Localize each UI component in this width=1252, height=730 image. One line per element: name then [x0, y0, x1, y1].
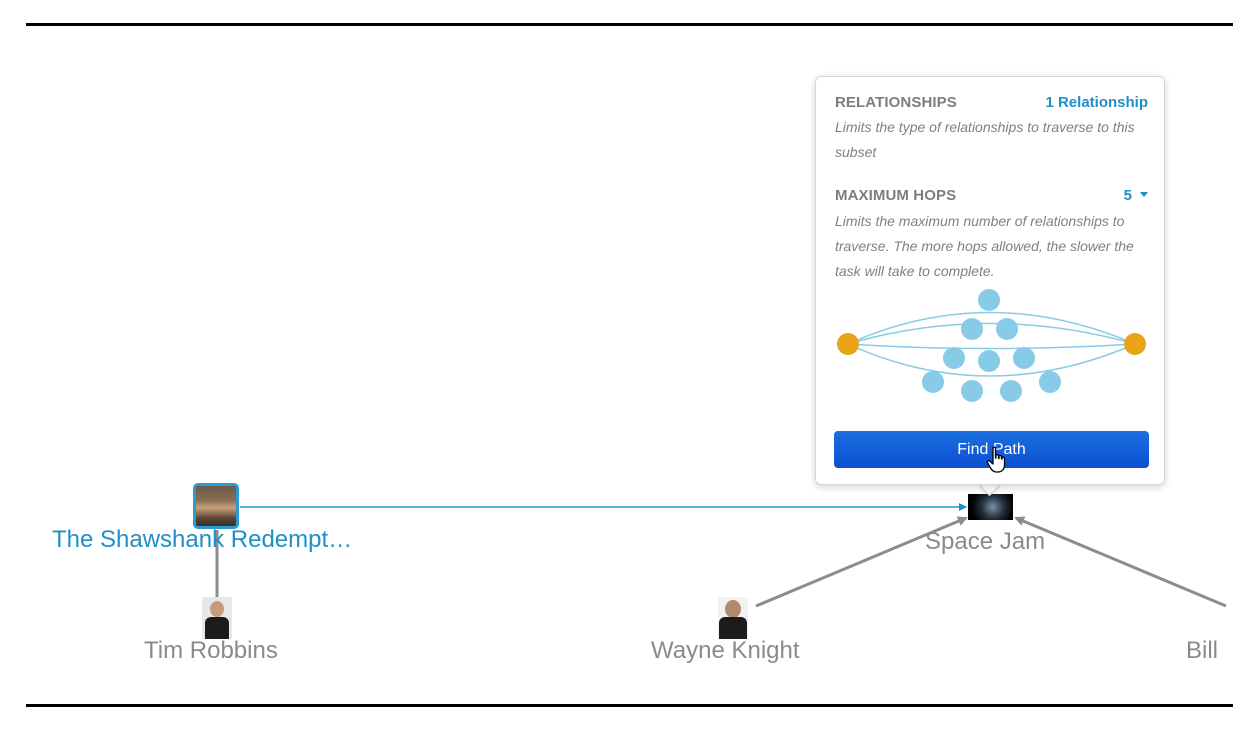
person-node-wayne-knight[interactable] [718, 597, 748, 639]
end-node [1124, 333, 1146, 355]
relationships-header: RELATIONSHIPS 1 Relationship [835, 94, 1148, 114]
max-hops-header: MAXIMUM HOPS 5 [835, 187, 1148, 207]
hop-node [961, 318, 983, 340]
node-label-tim-robbins[interactable]: Tim Robbins [144, 637, 278, 664]
hand-pointer-icon [986, 446, 1006, 473]
movie-node-space-jam[interactable] [968, 494, 1013, 520]
node-label-space-jam[interactable]: Space Jam [925, 528, 1046, 555]
max-hops-value: 5 [1123, 187, 1132, 204]
node-label-shawshank[interactable]: The Shawshank Redempt… [52, 526, 353, 553]
hop-node [978, 289, 1000, 311]
hop-node [1039, 371, 1061, 393]
relationships-title: RELATIONSHIPS [835, 94, 957, 111]
top-divider [26, 23, 1233, 26]
relationships-description: Limits the type of relationships to trav… [835, 119, 1135, 160]
relationships-selector[interactable]: 1 Relationship [1045, 94, 1148, 111]
bottom-divider [26, 704, 1233, 707]
start-node [837, 333, 859, 355]
hop-path-3 [847, 343, 1136, 350]
find-path-popup: RELATIONSHIPS 1 Relationship Limits the … [815, 76, 1165, 485]
movie-poster-image [196, 486, 236, 526]
node-label-wayne-knight[interactable]: Wayne Knight [651, 637, 800, 664]
hops-illustration [837, 289, 1146, 402]
hop-path-4 [847, 343, 1136, 377]
hop-node [978, 350, 1000, 372]
find-path-button[interactable]: Find Path [834, 431, 1149, 468]
hop-path-2 [847, 322, 1136, 345]
max-hops-title: MAXIMUM HOPS [835, 187, 957, 204]
max-hops-dropdown[interactable]: 5 [1124, 187, 1148, 204]
node-label-bill[interactable]: Bill I [1186, 637, 1226, 664]
max-hops-description: Limits the maximum number of relationshi… [835, 213, 1134, 279]
movie-node-shawshank[interactable] [193, 483, 239, 529]
hop-node [996, 318, 1018, 340]
hop-node [961, 380, 983, 402]
chevron-down-icon [1140, 191, 1148, 197]
hop-path-1 [847, 311, 1136, 345]
hop-node [1013, 347, 1035, 369]
hop-node [1000, 380, 1022, 402]
hop-node [943, 347, 965, 369]
edge-wayneknight-spacejam[interactable] [755, 516, 968, 608]
person-node-tim-robbins[interactable] [202, 597, 232, 639]
edge-bill-spacejam[interactable] [1014, 516, 1227, 608]
hop-node [922, 371, 944, 393]
